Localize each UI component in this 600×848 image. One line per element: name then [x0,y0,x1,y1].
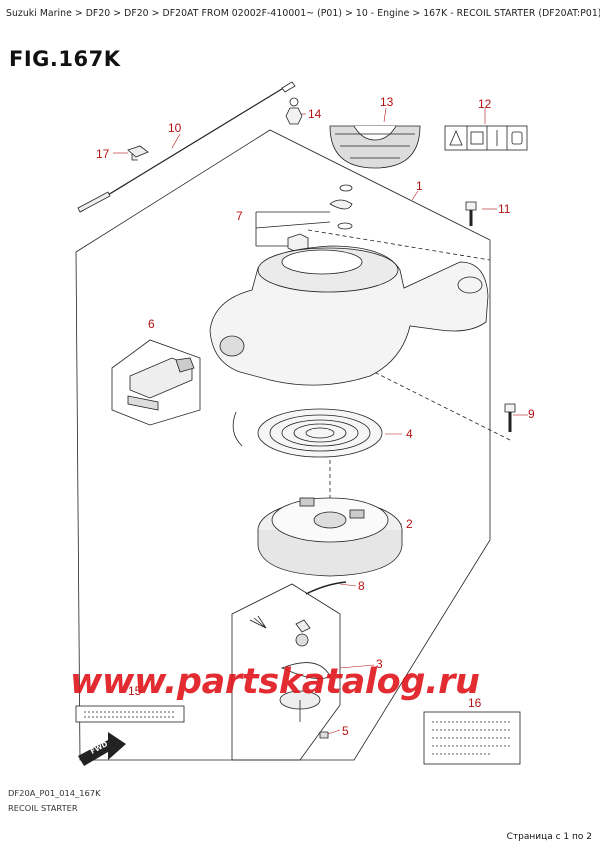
callout-2[interactable]: 2 [406,517,413,531]
subassembly-box-3 [231,583,341,761]
subassembly-box-6 [111,339,201,426]
callout-7[interactable]: 7 [236,209,243,223]
callout-11[interactable]: 11 [498,202,511,216]
fwd-arrow-icon [78,732,126,766]
callout-13[interactable]: 13 [380,95,394,109]
page-indicator: Страница с 1 по 2 [506,832,592,842]
callout-16[interactable]: 16 [468,696,482,710]
parts-boundary [75,129,491,761]
callout-14[interactable]: 14 [308,107,322,121]
callout-3[interactable]: 3 [376,657,383,671]
callout-4[interactable]: 4 [406,427,413,441]
figure-code: DF20A_P01_014_167K [8,788,101,798]
callout-15[interactable]: 15 [128,684,142,698]
callout-1[interactable]: 1 [416,179,423,193]
figure-name: RECOIL STARTER [8,803,78,813]
callout-5[interactable]: 5 [342,724,349,738]
watermark: www.partskatalog.ru [70,662,480,702]
breadcrumb[interactable]: Suzuki Marine > DF20 > DF20 > DF20AT FRO… [6,8,600,19]
callout-12[interactable]: 12 [478,97,492,111]
callout-10[interactable]: 10 [168,121,182,135]
figure-title: FIG.167K [9,47,121,71]
callout-17[interactable]: 17 [96,147,110,161]
callout-8[interactable]: 8 [358,579,365,593]
callout-6[interactable]: 6 [148,317,155,331]
callout-9[interactable]: 9 [528,407,535,421]
